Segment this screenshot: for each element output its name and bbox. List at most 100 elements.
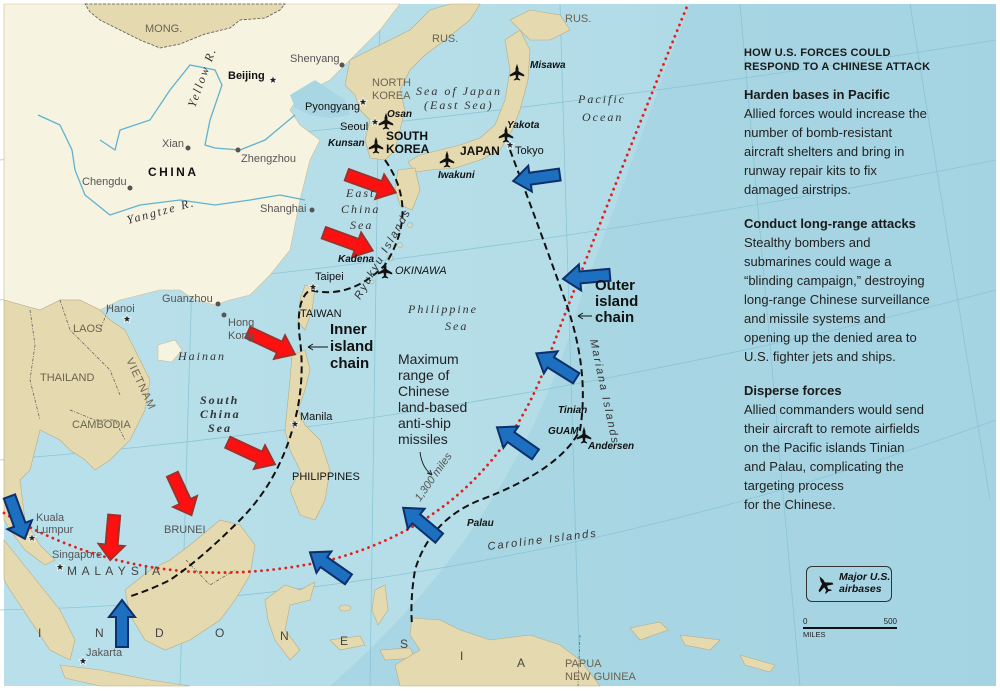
legend-body: Stealthy bombers and submarines could wa… bbox=[744, 235, 930, 364]
legend-section-long-range-attacks: Conduct long-range attacks Stealthy bomb… bbox=[744, 215, 984, 366]
label-papua-1: PAPUA bbox=[565, 658, 602, 670]
land-philippines bbox=[284, 349, 331, 521]
svg-text:missiles: missiles bbox=[398, 431, 448, 447]
outside-range-ocean bbox=[330, 4, 996, 686]
land-new-guinea bbox=[394, 617, 601, 687]
label-manila: Manila bbox=[300, 411, 333, 423]
legend-panel: HOW U.S. FORCES COULD RESPOND TO A CHINE… bbox=[744, 46, 984, 530]
legend-title-line-2: RESPOND TO A CHINESE ATTACK bbox=[744, 61, 931, 73]
label-guam: GUAM bbox=[548, 426, 579, 437]
label-hong-kong-2: Kong bbox=[228, 330, 254, 342]
label-palau: Palau bbox=[467, 518, 494, 529]
us-response-arrows bbox=[2, 163, 612, 648]
label-chengdu: Chengdu bbox=[82, 176, 127, 188]
land-sumatra bbox=[3, 539, 76, 661]
land-sulawesi bbox=[264, 581, 316, 661]
bohai-sea bbox=[290, 80, 350, 118]
outer-island-chain bbox=[410, 149, 584, 626]
label-mongolia: MONG. bbox=[145, 23, 182, 35]
label-east-china-sea-3: Sea bbox=[350, 218, 373, 232]
svg-text:E: E bbox=[340, 634, 349, 648]
legend-heading: Harden bases in Pacific bbox=[744, 87, 890, 102]
red-arrow-malaysia bbox=[96, 513, 127, 562]
label-outer-chain-1: Outer bbox=[595, 277, 635, 294]
label-inner-chain-2: island bbox=[330, 338, 373, 355]
svg-text:Chinese: Chinese bbox=[398, 383, 450, 399]
label-sea-of-japan-2: (East Sea) bbox=[424, 98, 494, 112]
svg-text:land-based: land-based bbox=[398, 399, 467, 415]
label-south-korea-2: KOREA bbox=[386, 142, 430, 156]
svg-text:range of: range of bbox=[398, 367, 449, 383]
legend-heading: Disperse forces bbox=[744, 383, 842, 398]
blue-arrow-guam bbox=[495, 425, 541, 461]
label-japan: JAPAN bbox=[460, 144, 500, 158]
label-misawa: Misawa bbox=[530, 60, 566, 71]
svg-text:I: I bbox=[460, 649, 464, 663]
blue-arrow-japan bbox=[511, 163, 562, 194]
ryukyu-islands bbox=[369, 222, 413, 285]
blue-arrow-palau bbox=[401, 506, 445, 545]
outer-chain-pointer bbox=[577, 312, 592, 320]
label-south-china-sea-2: China bbox=[200, 407, 241, 421]
label-shanghai: Shanghai bbox=[260, 203, 307, 215]
label-singapore: Singapore bbox=[52, 549, 102, 561]
label-south-china-sea-1: South bbox=[200, 393, 239, 407]
borders bbox=[29, 299, 581, 687]
legend-heading: Conduct long-range attacks bbox=[744, 216, 916, 231]
label-indonesia: I N D O N E S I A bbox=[38, 626, 525, 670]
svg-text:N: N bbox=[280, 629, 290, 643]
label-cambodia: CAMBODIA bbox=[72, 419, 131, 431]
label-inner-chain-1: Inner bbox=[330, 321, 367, 338]
label-russia-east: RUS. bbox=[565, 13, 591, 25]
bismarck-islands bbox=[629, 621, 776, 673]
moluccas bbox=[329, 584, 416, 661]
label-jakarta: Jakarta bbox=[86, 647, 123, 659]
legend-body: Allied commanders would send their aircr… bbox=[744, 402, 924, 512]
label-seoul: Seoul bbox=[340, 121, 368, 133]
label-outer-chain-2: island bbox=[595, 293, 638, 310]
scale-line bbox=[803, 627, 897, 629]
label-outer-chain-3: chain bbox=[595, 309, 634, 326]
label-sea-of-japan-1: Sea of Japan bbox=[416, 84, 502, 98]
label-north-korea-2: KOREA bbox=[372, 90, 411, 102]
label-philippines: PHILIPPINES bbox=[292, 471, 360, 483]
label-hanoi: Hanoi bbox=[106, 303, 135, 315]
label-kunsan: Kunsan bbox=[328, 138, 365, 149]
label-pacific-ocean-1: Pacific bbox=[577, 92, 626, 106]
land-borneo bbox=[124, 519, 256, 651]
red-arrow-taiwan bbox=[243, 325, 297, 361]
land-japan-hokkaido bbox=[509, 9, 571, 41]
label-iwakuni: Iwakuni bbox=[438, 170, 475, 181]
red-arrow-east-china-2 bbox=[320, 225, 375, 259]
label-kuala-lumpur-1: Kuala bbox=[36, 512, 65, 524]
label-papua-2: NEW GUINEA bbox=[565, 671, 637, 683]
label-andersen: Andersen bbox=[587, 441, 634, 452]
label-east-china-sea-2: China bbox=[341, 202, 380, 216]
legend-body: Allied forces would increase the number … bbox=[744, 106, 927, 197]
legend-section-harden-bases: Harden bases in Pacific Allied forces wo… bbox=[744, 86, 984, 199]
label-south-china-sea-3: Sea bbox=[208, 421, 232, 435]
land-mongolia bbox=[84, 3, 286, 49]
label-pacific-ocean-2: Ocean bbox=[582, 110, 623, 124]
label-shenyang: Shenyang bbox=[290, 53, 340, 65]
svg-text:D: D bbox=[155, 626, 165, 640]
chinese-attack-arrows bbox=[96, 167, 398, 562]
land-southeast-asia bbox=[3, 299, 151, 566]
label-russia-west: RUS. bbox=[432, 33, 458, 45]
red-arrow-borneo bbox=[165, 470, 199, 517]
label-beijing: Beijing bbox=[228, 70, 265, 82]
label-taiwan: TAIWAN bbox=[300, 308, 342, 320]
land-hainan bbox=[157, 339, 183, 363]
label-yakota: Yakota bbox=[507, 120, 540, 131]
label-hong-kong-1: Hong bbox=[228, 317, 254, 329]
svg-text:I: I bbox=[38, 626, 42, 640]
label-east-china-sea-1: East bbox=[345, 186, 375, 200]
fighter-jet-icon bbox=[818, 576, 834, 594]
label-thailand: THAILAND bbox=[40, 372, 94, 384]
label-pyongyang: Pyongyang bbox=[305, 101, 360, 113]
legend-title-line-1: HOW U.S. FORCES COULD bbox=[744, 47, 891, 59]
label-xian: Xian bbox=[162, 138, 184, 150]
scale-bar: 0 500 MILES bbox=[803, 617, 897, 639]
inner-chain-pointer bbox=[307, 343, 328, 351]
